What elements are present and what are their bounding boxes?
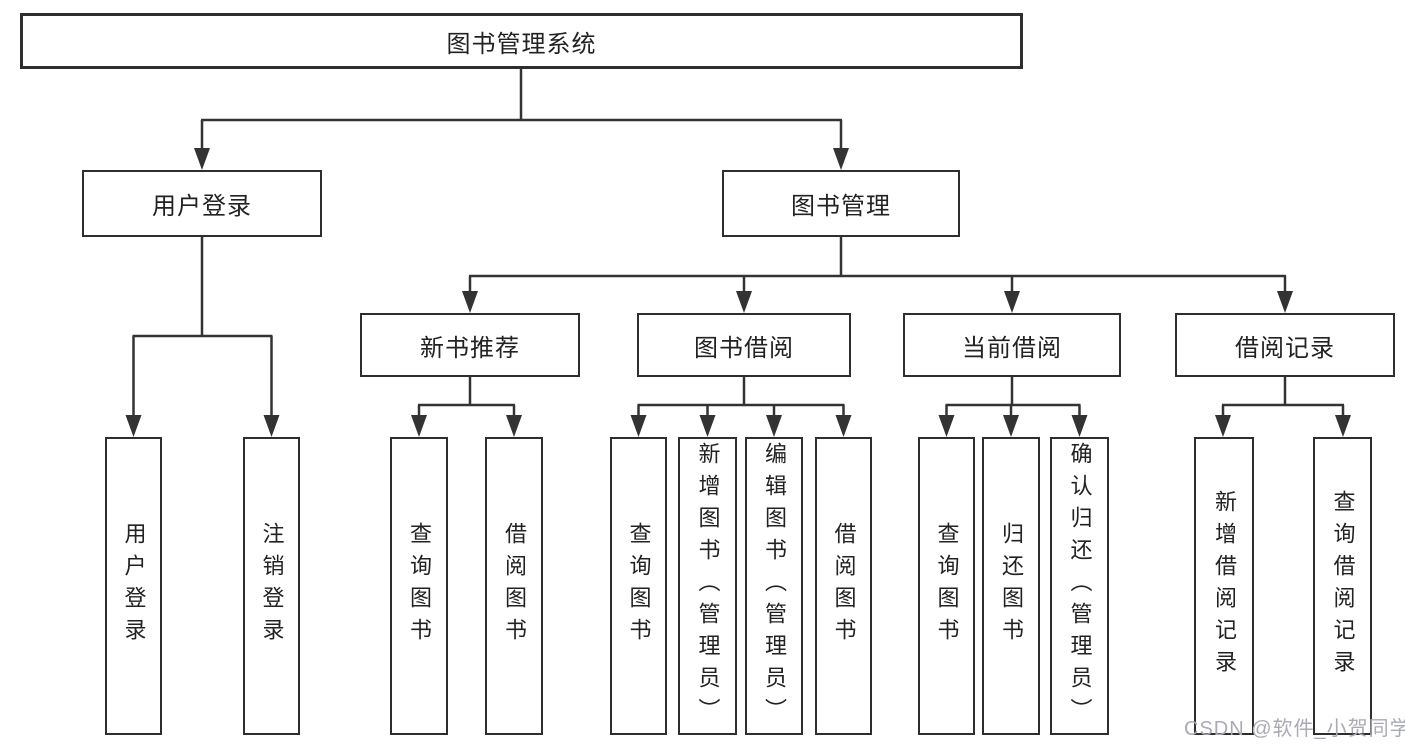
- node-leaf-query-books-current: 查询图书: [918, 437, 975, 735]
- arrowhead-icons: [125, 148, 1351, 437]
- node-leaf-confirm-return-admin: 确认归还（管理员）: [1050, 437, 1109, 735]
- node-leaf-add-books-admin: 新增图书（管理员）: [678, 437, 737, 735]
- node-library-management-system: 图书管理系统: [20, 13, 1023, 69]
- node-new-book-recommendation: 新书推荐: [360, 313, 580, 377]
- node-leaf-return-books: 归还图书: [982, 437, 1040, 735]
- watermark: CSDN @软件_小贺同学: [1184, 718, 1405, 740]
- node-borrowing-records: 借阅记录: [1175, 313, 1395, 377]
- node-leaf-logout: 注销登录: [243, 437, 300, 735]
- node-leaf-borrow-books-recommend: 借阅图书: [485, 437, 543, 735]
- node-book-borrowing: 图书借阅: [637, 313, 851, 377]
- node-leaf-query-borrow-record: 查询借阅记录: [1313, 437, 1372, 735]
- node-leaf-borrow-books-borrowing: 借阅图书: [815, 437, 872, 735]
- node-leaf-add-borrow-record: 新增借阅记录: [1194, 437, 1254, 735]
- node-leaf-edit-books-admin: 编辑图书（管理员）: [745, 437, 803, 735]
- node-leaf-query-books-recommend: 查询图书: [390, 437, 448, 735]
- node-current-borrowing: 当前借阅: [903, 313, 1121, 377]
- node-leaf-user-login: 用户登录: [105, 437, 162, 735]
- node-book-management: 图书管理: [722, 170, 960, 237]
- node-leaf-query-books-borrowing: 查询图书: [610, 437, 667, 735]
- node-user-login: 用户登录: [82, 170, 322, 237]
